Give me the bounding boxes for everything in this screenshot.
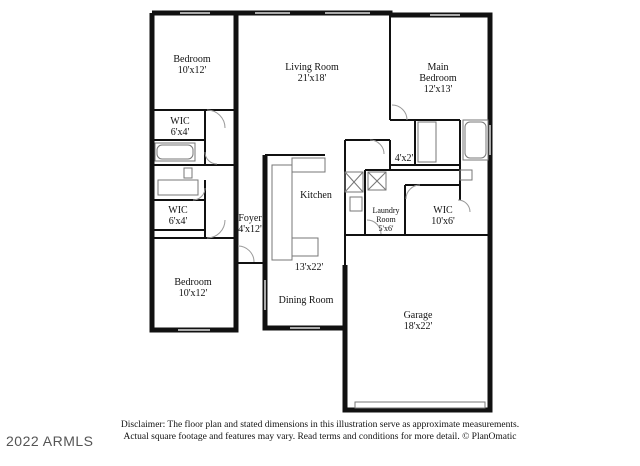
windows <box>178 12 491 331</box>
kitchen-counter-top <box>291 157 326 173</box>
disclaimer-line-1: Disclaimer: The floor plan and stated di… <box>120 420 520 430</box>
room-wic-top: WIC 6'x4' <box>170 116 189 138</box>
room-name: Bedroom <box>174 277 212 288</box>
disclaimer: Disclaimer: The floor plan and stated di… <box>0 419 640 443</box>
mls-watermark: 2022 ARMLS <box>6 433 94 449</box>
room-size: 18'x22' <box>403 321 433 332</box>
vanity-left <box>157 179 199 196</box>
interior-walls <box>152 15 490 265</box>
room-size: 13'x22' <box>294 262 324 273</box>
room-name: Dining Room <box>278 295 334 306</box>
room-dining: Dining Room <box>279 295 334 306</box>
room-name: WIC <box>170 116 190 127</box>
room-name: Bedroom <box>173 54 211 65</box>
room-name: Kitchen <box>300 190 332 201</box>
room-wic-bottom: WIC 6'x4' <box>168 205 187 227</box>
room-size: 10'x12' <box>178 288 208 299</box>
garage-wall <box>342 233 493 413</box>
room-name: Laundry Room <box>372 206 400 224</box>
room-main-bedroom: Main Bedroom 12'x13' <box>408 62 468 95</box>
room-size: 10'x12' <box>177 65 207 76</box>
room-name: Living Room <box>285 62 339 73</box>
room-size: 12'x13' <box>423 84 453 95</box>
disclaimer-line-2: Actual square footage and features may v… <box>123 432 517 442</box>
room-wic-main: WIC 10'x6' <box>431 205 455 227</box>
tub-main <box>462 119 489 161</box>
room-bedroom-bottom: Bedroom 10'x12' <box>174 277 211 299</box>
main-bedroom-wall <box>390 12 493 233</box>
kitchen-island <box>291 237 319 257</box>
garage-door <box>354 401 486 409</box>
toilet-left <box>183 167 193 179</box>
room-foyer: Foyer 4'x12' <box>238 213 262 235</box>
room-size: 6'x4' <box>170 127 190 138</box>
room-laundry: Laundry Room 5'x6' <box>367 206 405 233</box>
room-size: 4'x12' <box>238 224 262 235</box>
room-size: 5'x6' <box>378 224 394 233</box>
room-bedroom-top: Bedroom 10'x12' <box>173 54 210 76</box>
room-kitchen-dining-size: 13'x22' <box>295 262 324 273</box>
room-name: WIC <box>168 205 188 216</box>
room-living: Living Room 21'x18' <box>285 62 339 84</box>
dryer <box>349 196 363 212</box>
room-kitchen: Kitchen <box>300 190 332 201</box>
room-size: 10'x6' <box>431 216 455 227</box>
room-size: 6'x4' <box>168 216 188 227</box>
room-name: Garage <box>403 310 433 321</box>
room-name: Foyer <box>238 213 262 224</box>
tub-left <box>154 142 196 162</box>
door-swings <box>192 104 471 263</box>
room-garage: Garage 18'x22' <box>404 310 433 332</box>
washer <box>367 171 387 191</box>
fridge <box>344 171 364 193</box>
room-size: 21'x18' <box>297 73 327 84</box>
vanity-main <box>417 121 437 163</box>
toilet-main <box>459 169 473 181</box>
room-size: 4'x2' <box>394 153 414 164</box>
room-name: WIC <box>433 205 453 216</box>
kitchen-counter-left <box>271 164 293 261</box>
room-name: Main Bedroom <box>419 62 457 84</box>
room-closet: 4'x2' <box>395 153 414 164</box>
fixtures <box>154 119 489 409</box>
